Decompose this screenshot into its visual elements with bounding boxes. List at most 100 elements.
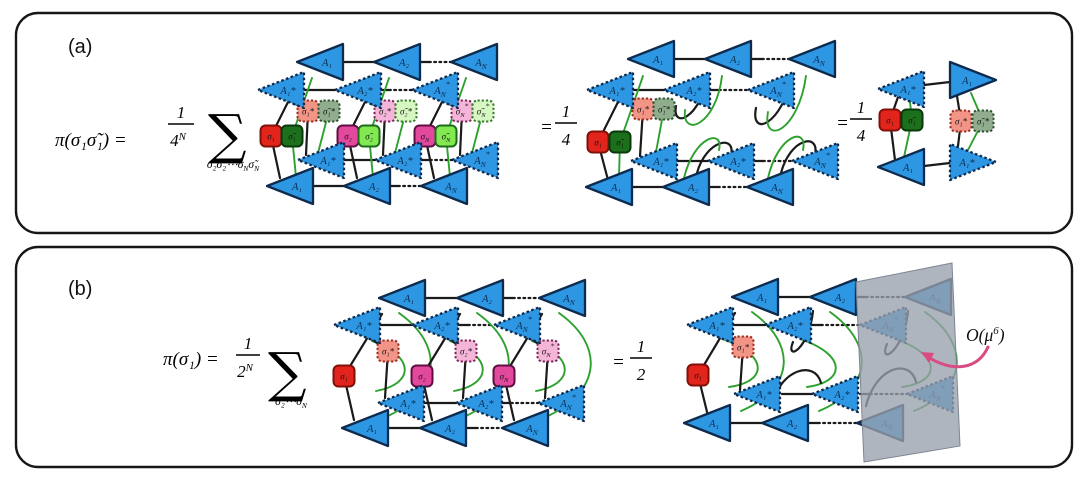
svg-text:A₁*: A₁* [399, 399, 416, 410]
svg-text:A₂*: A₂* [396, 156, 413, 167]
tensor-A1: A₁ [295, 42, 345, 82]
tensor-A2: A₂ [760, 403, 810, 443]
tensor-AN: AN [419, 166, 469, 206]
frac-num: 1 [637, 337, 646, 356]
panel-b-label: (b) [68, 278, 92, 300]
frac-num: 1 [562, 102, 571, 121]
equation-b-half: = 1 2 [612, 337, 652, 384]
svg-text:A₁*: A₁* [755, 390, 772, 401]
tensor-A2-conj: A₂* [810, 374, 860, 414]
svg-text:σ₂*: σ₂* [460, 347, 473, 357]
tensor-AN: AN [745, 167, 795, 207]
eq-b-sum: ∑ [268, 341, 307, 404]
svg-text:A₂: A₂ [687, 183, 698, 194]
tensor-A2: A₂ [418, 408, 468, 448]
svg-text:A₁: A₁ [652, 55, 663, 66]
svg-text:σ₁: σ₁ [340, 372, 348, 382]
svg-text:σ₁*: σ₁* [737, 343, 750, 353]
sigma-tilde-1-star-square: σ̃₁* [971, 109, 995, 133]
tensor-A2: A₂ [808, 277, 858, 317]
svg-text:σ̃₁: σ̃₁ [288, 132, 296, 142]
svg-text:A₂: A₂ [834, 293, 845, 304]
svg-text:AN*: AN* [769, 80, 785, 99]
contraction-arc-green [767, 135, 805, 179]
eq-a-lhs: π(σ₁σ̃₁) = [55, 130, 127, 151]
svg-text:AN*: AN* [813, 151, 829, 170]
svg-text:σ₂*: σ₂* [379, 107, 392, 117]
sigma-tilde-1-square: σ̃₁ [280, 124, 304, 148]
tensor-AN: AN [537, 278, 587, 318]
svg-text:σ₁: σ₁ [267, 132, 275, 142]
svg-text:σ̃₁*: σ̃₁* [323, 107, 336, 117]
svg-text:σ₂: σ₂ [418, 372, 426, 382]
eq-a-sum: ∑ [208, 103, 247, 166]
svg-text:A₁: A₁ [708, 419, 719, 430]
svg-text:σN*: σN* [456, 102, 469, 120]
equation-b: π(σ₁) = 1 2N ∑ σ₂⋯σN [163, 334, 308, 410]
contraction-arc-green [766, 75, 807, 132]
order-annotation-arrow [926, 345, 990, 369]
svg-text:AN*: AN* [559, 393, 575, 412]
svg-text:A₁*: A₁* [652, 157, 669, 168]
contraction-arc-green [683, 137, 721, 179]
svg-text:A₁: A₁ [902, 163, 913, 174]
svg-text:A₂: A₂ [444, 424, 455, 435]
sigma-1-square: σ₁ [586, 130, 610, 154]
tensor-A1: A₁ [265, 166, 315, 206]
tensor-AN-conj: AN* [450, 140, 500, 180]
svg-text:A₂*: A₂* [729, 157, 746, 168]
svg-text:A₂*: A₂* [786, 321, 803, 332]
tensor-A1: A₁ [730, 277, 780, 317]
sigma-1-star-square: σ₁* [949, 109, 973, 133]
tensor-A2-conj: A₂* [410, 305, 460, 345]
svg-text:A₂*: A₂* [356, 86, 373, 97]
svg-text:σ₁*: σ₁* [955, 117, 968, 127]
tensor-A1-conj: A₁* [948, 142, 998, 182]
equals-sign: = [836, 113, 849, 134]
tensor-A2-conj: A₂* [706, 141, 756, 181]
tensor-A2: A₂ [703, 39, 753, 79]
svg-text:A₁: A₁ [403, 294, 414, 305]
tensor-A2-conj: A₂* [763, 305, 813, 345]
eq-a-sum-subscript: σ₂σ̃₂⋯σNσ̃N [207, 159, 260, 173]
svg-text:A₂*: A₂* [477, 399, 494, 410]
svg-text:σ̃₂: σ̃₂ [365, 132, 373, 142]
tensor-A1-conj: A₁* [256, 70, 306, 110]
svg-text:σ₁*: σ₁* [637, 105, 650, 115]
tensor-A1: A₁ [340, 408, 390, 448]
tensor-A1: A₁ [584, 167, 634, 207]
svg-text:σ₁*: σ₁* [382, 347, 395, 357]
sigma-1-star-square: σ₁* [631, 97, 655, 121]
sigma-1-star-square: σ₁* [731, 335, 755, 359]
tensor-A2-conj: A₂* [662, 70, 712, 110]
eq-a-frac-num: 1 [177, 103, 186, 122]
equation-a: π(σ₁σ̃₁) = 1 4N ∑ σ₂σ̃₂⋯σNσ̃N [55, 103, 260, 173]
sigma-1-square: σ₁ [686, 363, 710, 387]
tensor-AN-conj: AN* [492, 305, 542, 345]
sigma-1-star-square: σ₁* [376, 339, 400, 363]
tensor-A1-conj: A₁* [332, 305, 382, 345]
panel-a-label: (a) [68, 36, 92, 58]
frac-den: 4 [562, 130, 571, 149]
svg-text:A₁: A₁ [291, 182, 302, 193]
diagram-a3-squares: σ₁ σ̃₁ σ₁* σ̃₁* [878, 108, 995, 133]
tensor-A2: A₂ [372, 42, 422, 82]
svg-text:σ̃₂*: σ̃₂* [400, 107, 413, 117]
svg-text:AN*: AN* [433, 80, 449, 99]
sigma-tilde-1-star-square: σ̃₁* [317, 99, 341, 123]
svg-text:AN: AN [770, 183, 783, 196]
svg-text:A₂: A₂ [398, 58, 409, 69]
frac-den: 4 [857, 126, 866, 145]
svg-text:AN: AN [525, 424, 538, 437]
svg-text:σ̃₁*: σ̃₁* [658, 105, 671, 115]
svg-text:A₁: A₁ [756, 293, 767, 304]
sigma-N-star-square: σN* [536, 339, 560, 363]
sigma-1-square: σ₁ [878, 108, 902, 132]
svg-text:σ̃N: σ̃N [442, 132, 451, 145]
sigma-tilde-N-star-square: σ̃N* [471, 99, 495, 123]
svg-text:σ̃₁*: σ̃₁* [977, 117, 990, 127]
svg-text:A₁*: A₁* [319, 156, 336, 167]
sigma-2-square: σ₂ [410, 364, 434, 388]
diagram-a3-tensors: A₁* A₁ A₁ A₁* [876, 60, 998, 187]
